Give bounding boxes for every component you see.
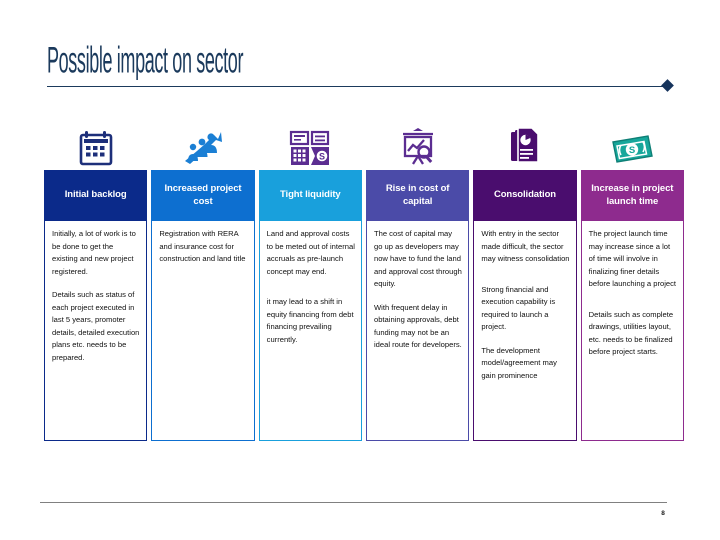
paragraph: Land and approval costs to be meted out … <box>266 229 355 276</box>
column-body-consolidation: With entry in the sector made difficult,… <box>473 221 577 441</box>
paragraph: The development model/agreement may gain… <box>481 345 557 380</box>
column-header-increase-in-project-launch-time: Increase in project launch time <box>580 170 684 221</box>
column-body-initial-backlog: Initially, a lot of work is to be done t… <box>44 221 148 441</box>
chart-search-icon <box>366 118 469 170</box>
people-growth-icon <box>151 118 254 170</box>
calculator-money-icon: S <box>259 118 362 170</box>
paragraph: With entry in the sector made difficult,… <box>481 229 570 264</box>
title-divider <box>47 86 664 87</box>
column-header-increased-project-cost: Increased project cost <box>151 170 255 221</box>
banknote-icon: S <box>581 118 684 170</box>
paragraph: With frequent delay in obtaining approva… <box>373 302 462 350</box>
paragraph: The cost of capital may go up as develop… <box>373 229 462 289</box>
paragraph: Details such as complete drawings, utili… <box>588 309 674 357</box>
column-body-rise-in-cost-of-capital: The cost of capital may go up as develop… <box>365 221 470 441</box>
column-header-initial-backlog: Initial backlog <box>44 170 148 221</box>
table-column-increase-in-project-launch-time: S Increase in project launch time The pr… <box>580 118 684 441</box>
impact-table: Initial backlog Initially, a lot of work… <box>44 118 684 441</box>
calendar-icon <box>44 118 147 170</box>
page-number: 8 <box>661 510 665 517</box>
svg-text:S: S <box>319 152 325 162</box>
column-header-tight-liquidity: Tight liquidity <box>258 170 362 221</box>
footer-divider <box>40 502 667 503</box>
page-title: Possible impact on sector <box>47 40 244 82</box>
svg-text:S: S <box>629 145 635 156</box>
paragraph: Strong financial and execution capabilit… <box>481 284 556 332</box>
table-column-initial-backlog: Initial backlog Initially, a lot of work… <box>44 118 148 441</box>
paragraph: Registration with RERA and insurance cos… <box>159 229 246 264</box>
column-body-increased-project-cost: Registration with RERA and insurance cos… <box>151 221 255 441</box>
paragraph: Initially, a lot of work is to be done t… <box>52 229 136 276</box>
paragraph: it may lead to a shift in equity financi… <box>266 297 354 344</box>
table-column-increased-project-cost: Increased project cost Registration with… <box>151 118 255 441</box>
column-header-consolidation: Consolidation <box>473 170 577 221</box>
column-body-increase-in-project-launch-time: The project launch time may increase sin… <box>580 221 684 441</box>
table-column-rise-in-cost-of-capital: Rise in cost of capital The cost of capi… <box>365 118 470 441</box>
column-body-tight-liquidity: Land and approval costs to be meted out … <box>258 221 362 441</box>
paragraph: Details such as status of each project e… <box>52 290 140 362</box>
table-column-consolidation: Consolidation With entry in the sector m… <box>473 118 577 441</box>
documents-report-icon <box>473 118 576 170</box>
diamond-marker-icon <box>661 79 674 92</box>
paragraph: The project launch time may increase sin… <box>588 229 677 289</box>
table-column-tight-liquidity: S Tight liquidity Land and approval cost… <box>258 118 362 441</box>
column-header-rise-in-cost-of-capital: Rise in cost of capital <box>365 170 470 221</box>
